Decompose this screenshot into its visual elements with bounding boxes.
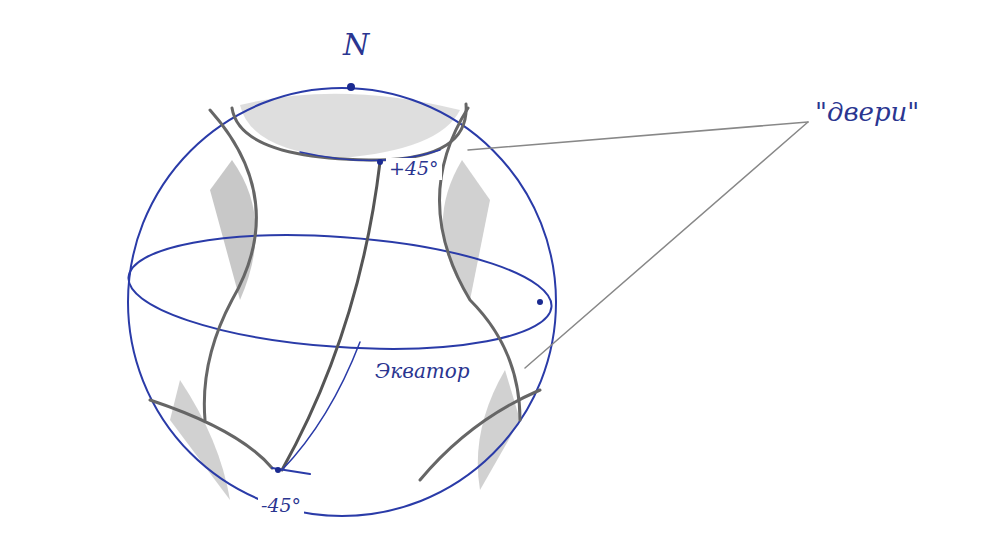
- leader-line: [525, 122, 808, 368]
- point-dot: [275, 467, 281, 473]
- leader-line: [468, 122, 808, 150]
- latitude-label: -45°: [258, 495, 304, 517]
- meridian: [282, 342, 360, 470]
- door-boundary: [204, 110, 256, 420]
- equator-label: Экватор: [372, 360, 473, 383]
- door-shade: [210, 160, 256, 300]
- door-boundary: [420, 390, 540, 480]
- point-dot: [537, 299, 543, 305]
- latitude-mark: [272, 468, 310, 474]
- sphere-outline: [128, 88, 556, 516]
- point-dot: [377, 159, 383, 165]
- pole-label: N: [340, 28, 372, 63]
- meridian: [282, 162, 380, 470]
- door-boundary: [150, 400, 272, 468]
- callout-label: "двери": [812, 98, 922, 128]
- latitude-ring: [232, 104, 466, 160]
- door-shade: [443, 160, 490, 300]
- latitude-label: +45°: [386, 158, 442, 180]
- pole-dot: [347, 83, 355, 91]
